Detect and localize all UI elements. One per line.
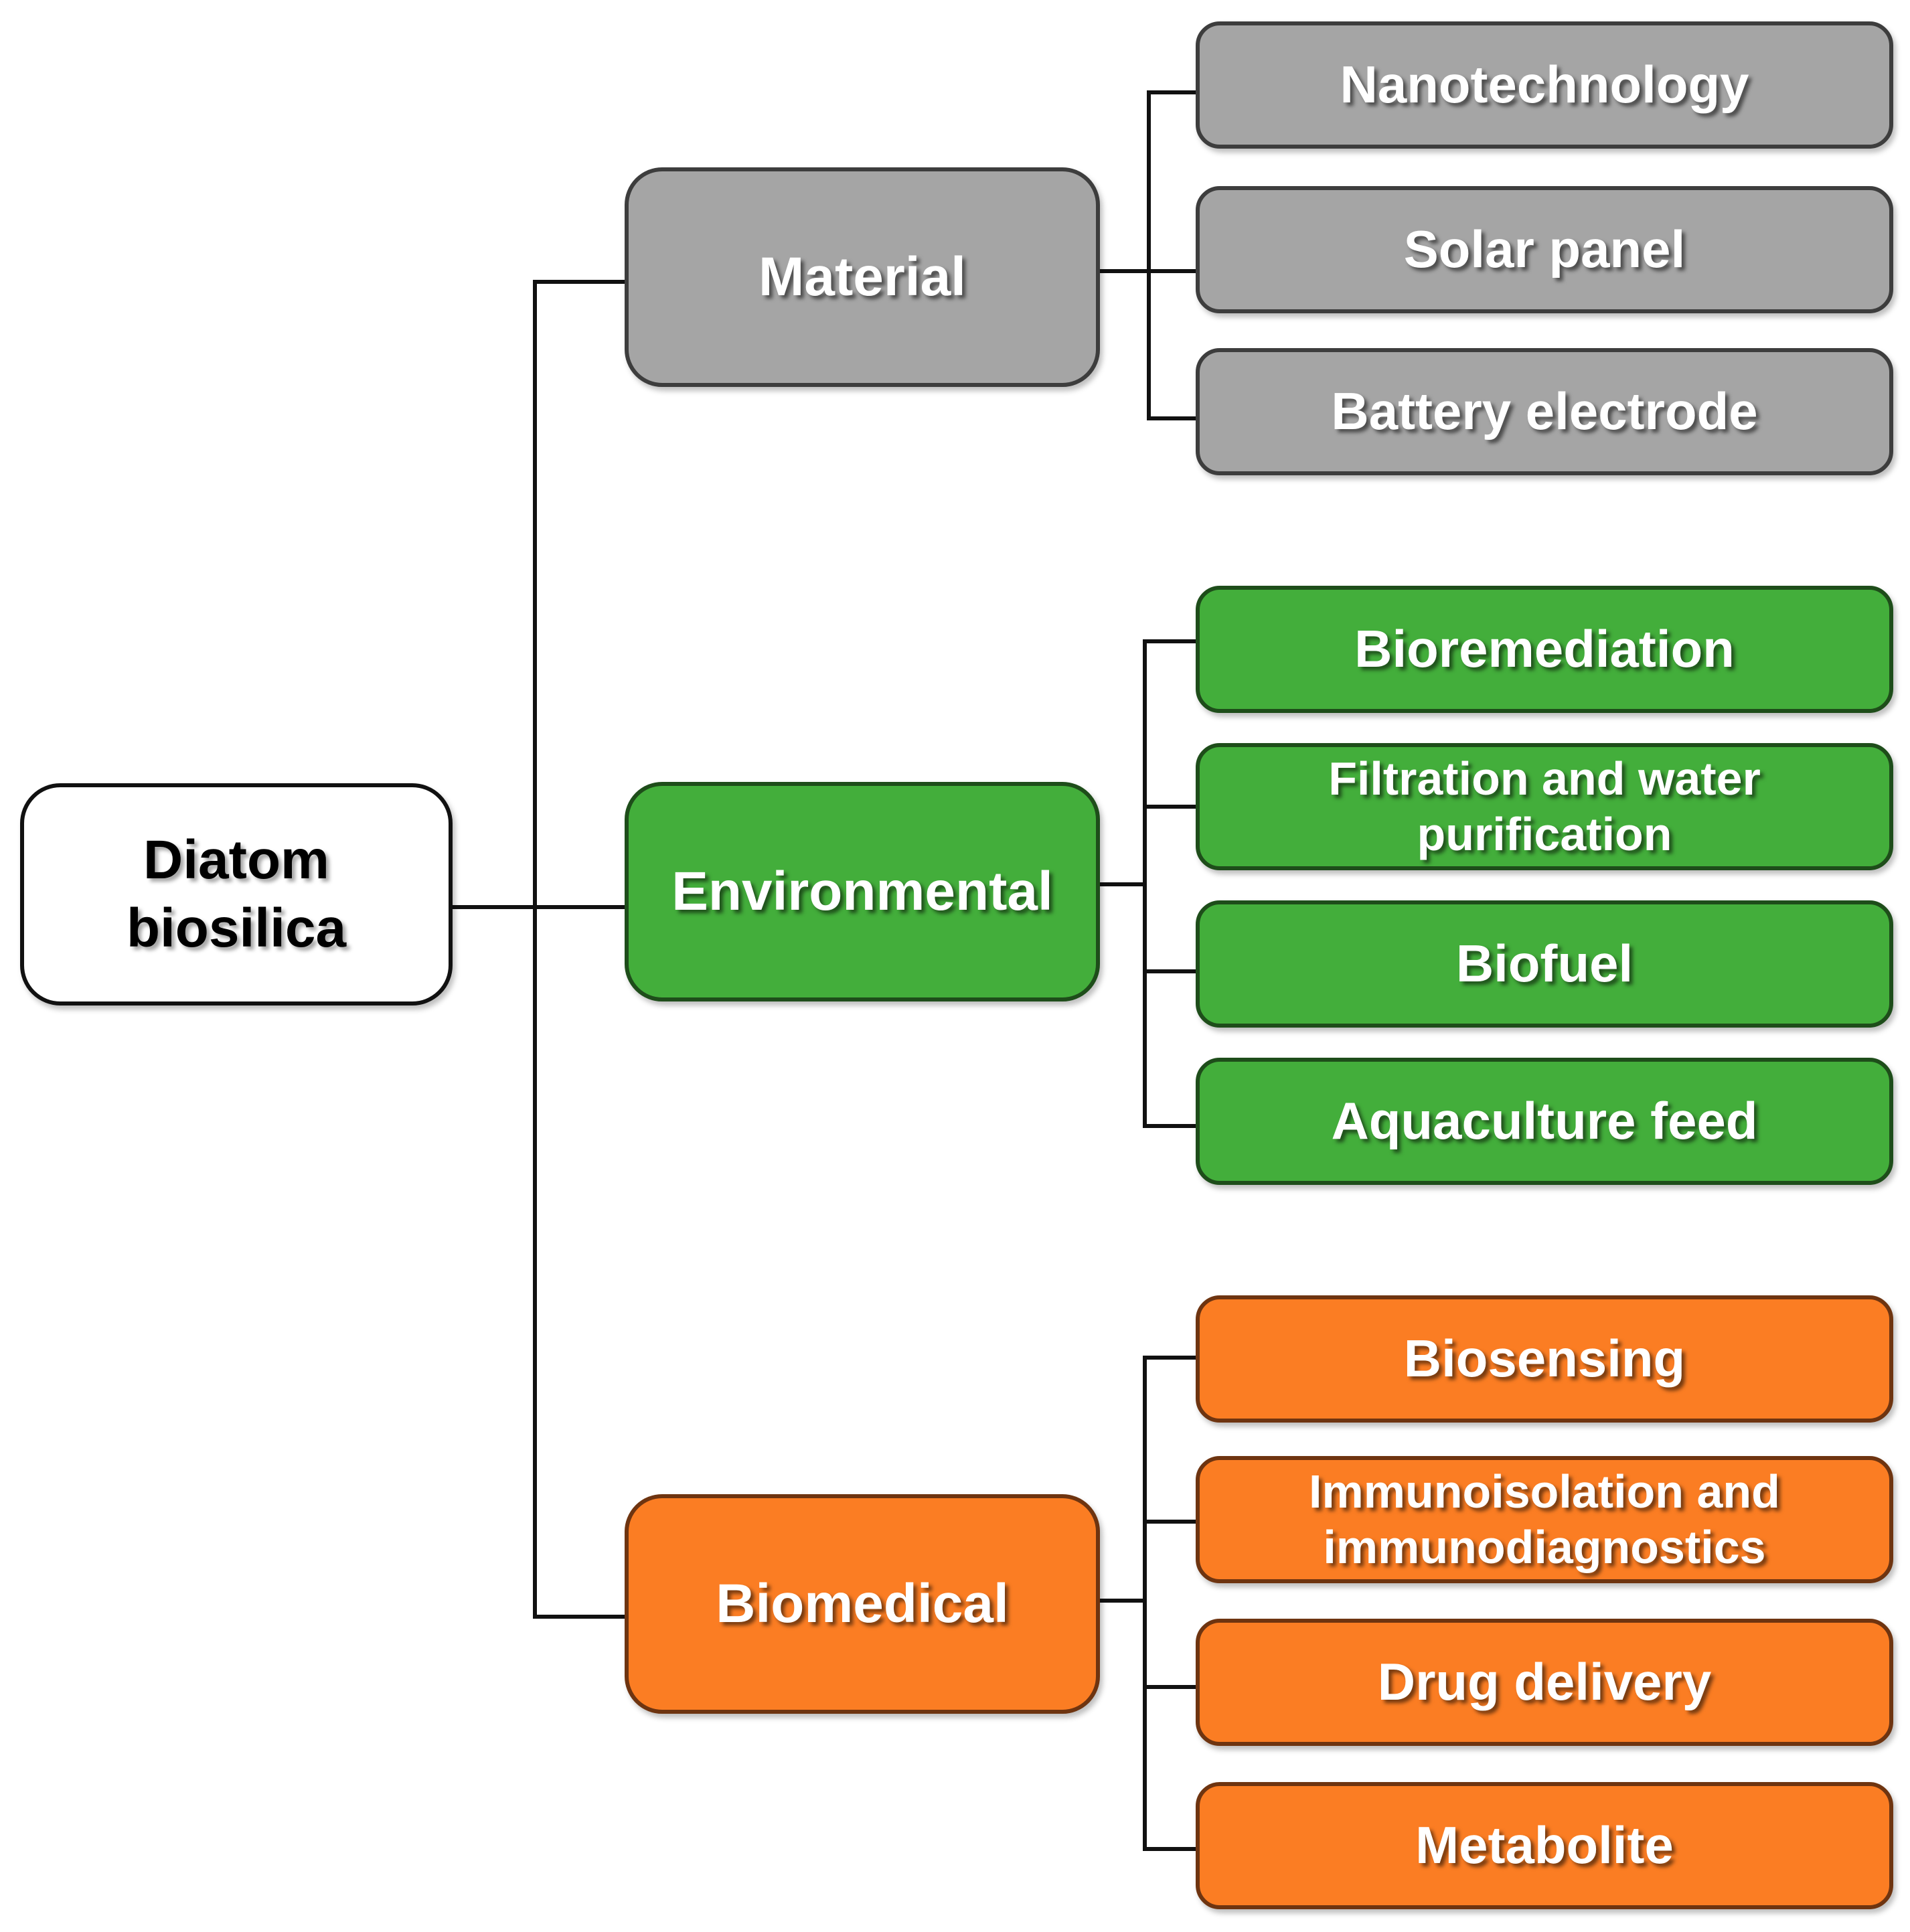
leaf-biofuel: Biofuel xyxy=(1196,900,1893,1028)
root-node: Diatom biosilica xyxy=(20,783,453,1005)
leaf-metabolite: Metabolite xyxy=(1196,1782,1893,1909)
connector-biomedical-vertical xyxy=(1143,1356,1147,1851)
category-biomedical: Biomedical xyxy=(625,1494,1100,1714)
leaf-label-line2: purification xyxy=(1417,808,1672,860)
category-environmental: Environmental xyxy=(625,782,1100,1001)
category-label: Biomedical xyxy=(716,1573,1009,1634)
leaf-label: Solar panel xyxy=(1403,220,1686,279)
connector-root-stem xyxy=(453,905,627,909)
leaf-immunoisolation: Immunoisolation and immunodiagnostics xyxy=(1196,1456,1893,1583)
connector-trunk xyxy=(533,280,537,1619)
leaf-nanotechnology: Nanotechnology xyxy=(1196,21,1893,149)
leaf-label: Bioremediation xyxy=(1354,619,1735,679)
connector-material-vertical xyxy=(1147,90,1151,420)
leaf-label: Biofuel xyxy=(1455,934,1634,993)
connector-environmental-leaf xyxy=(1143,969,1198,973)
leaf-battery-electrode: Battery electrode xyxy=(1196,348,1893,475)
leaf-label: Battery electrode xyxy=(1331,382,1758,441)
leaf-solar-panel: Solar panel xyxy=(1196,186,1893,313)
connector-trunk-biomedical xyxy=(533,1615,627,1619)
root-label-line1: Diatom xyxy=(143,829,329,890)
leaf-label: Drug delivery xyxy=(1377,1652,1712,1712)
connector-material-leaf xyxy=(1147,416,1198,420)
connector-material-leaf xyxy=(1147,269,1198,273)
connector-biomedical-leaf xyxy=(1143,1520,1198,1524)
category-label: Environmental xyxy=(671,860,1053,922)
connector-biomedical-leaf xyxy=(1143,1356,1198,1360)
connector-biomedical-out xyxy=(1100,1599,1147,1603)
category-label: Material xyxy=(759,246,966,307)
connector-environmental-leaf xyxy=(1143,1124,1198,1128)
leaf-label-line2: immunodiagnostics xyxy=(1323,1521,1766,1573)
leaf-aquaculture-feed: Aquaculture feed xyxy=(1196,1058,1893,1185)
connector-biomedical-leaf xyxy=(1143,1685,1198,1689)
connector-material-leaf xyxy=(1147,90,1198,94)
leaf-label: Aquaculture feed xyxy=(1331,1091,1758,1151)
connector-environmental-leaf xyxy=(1143,805,1198,809)
connector-environmental-out xyxy=(1100,882,1147,886)
leaf-filtration: Filtration and water purification xyxy=(1196,743,1893,870)
connector-environmental-leaf xyxy=(1143,639,1198,643)
leaf-label-line1: Immunoisolation and xyxy=(1309,1465,1780,1518)
connector-environmental-vertical xyxy=(1143,639,1147,1128)
connector-trunk-material xyxy=(533,280,627,284)
leaf-bioremediation: Bioremediation xyxy=(1196,586,1893,713)
leaf-label: Metabolite xyxy=(1415,1816,1674,1875)
category-material: Material xyxy=(625,167,1100,387)
leaf-biosensing: Biosensing xyxy=(1196,1295,1893,1423)
connector-biomedical-leaf xyxy=(1143,1847,1198,1851)
leaf-label: Nanotechnology xyxy=(1340,55,1749,114)
leaf-drug-delivery: Drug delivery xyxy=(1196,1619,1893,1746)
root-label-line2: biosilica xyxy=(126,898,347,959)
leaf-label-line1: Filtration and water xyxy=(1328,752,1761,805)
leaf-label: Biosensing xyxy=(1403,1329,1686,1388)
